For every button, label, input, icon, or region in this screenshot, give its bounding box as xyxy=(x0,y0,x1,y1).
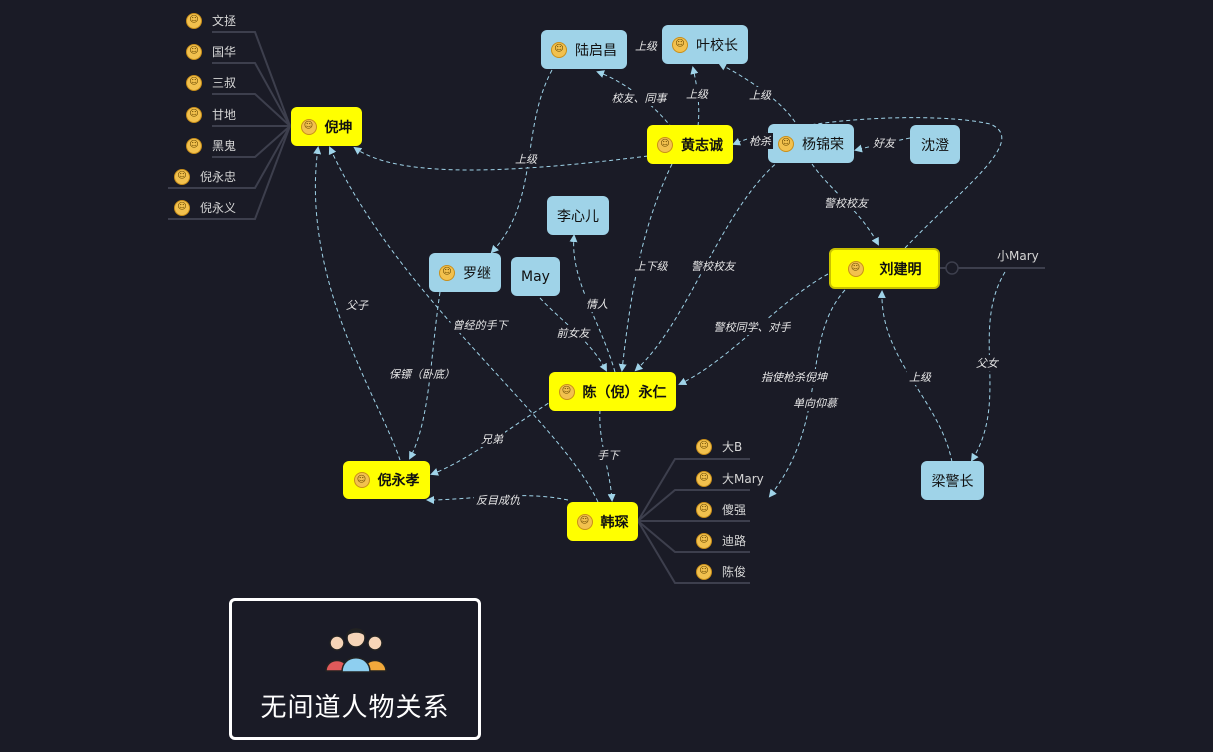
face-icon: ☺ xyxy=(186,12,202,29)
face-icon: ☺ xyxy=(576,513,593,530)
face-icon: ☺ xyxy=(174,168,190,185)
link-luoji-niyongxiao xyxy=(409,291,441,460)
relation-label: 父子 xyxy=(344,297,370,313)
relation-label: 警校校友 xyxy=(822,195,870,211)
link-niyongxiao-nikun xyxy=(313,146,401,461)
face-icon: ☺ xyxy=(696,438,712,455)
relation-label: 好友 xyxy=(871,135,897,151)
face-icon: ☺ xyxy=(551,41,567,58)
relation-label: 上级 xyxy=(684,86,710,102)
face-icon: ☺ xyxy=(174,199,190,216)
relation-label: 兄弟 xyxy=(479,431,505,447)
leaf-dilu[interactable]: ☺迪路 xyxy=(696,532,746,549)
face-icon: ☺ xyxy=(186,43,202,60)
title-card: 无间道人物关系 xyxy=(229,598,481,740)
node-liujianming[interactable]: ☺刘建明 xyxy=(829,248,940,289)
relation-label: 情人 xyxy=(584,296,610,312)
face-icon: ☺ xyxy=(696,532,712,549)
relation-label: 指使枪杀倪坤 xyxy=(759,369,829,385)
branch-hanchen-leaves xyxy=(637,458,750,584)
relation-label: 枪杀 xyxy=(747,133,773,149)
face-icon: ☺ xyxy=(186,74,202,91)
leaf-chenjun[interactable]: ☺陈俊 xyxy=(696,563,746,580)
face-icon: ☺ xyxy=(186,137,202,154)
relation-label: 上级 xyxy=(633,38,659,54)
face-icon: ☺ xyxy=(696,470,712,487)
relation-label: 单向仰慕 xyxy=(791,395,839,411)
face-icon: ☺ xyxy=(558,383,575,400)
leaf-heigui[interactable]: ☺黑鬼 xyxy=(186,137,236,154)
relation-label: 反目成仇 xyxy=(474,492,522,508)
node-nikun[interactable]: ☺倪坤 xyxy=(291,107,362,146)
relation-label: 父女 xyxy=(974,355,1000,371)
face-icon: ☺ xyxy=(186,106,202,123)
leaf-niyongzhong[interactable]: ☺倪永忠 xyxy=(174,168,236,185)
link-xiaomary-liangjingzhang xyxy=(970,271,1006,462)
branch-nikun-leaves xyxy=(168,31,291,220)
page-title: 无间道人物关系 xyxy=(260,693,450,723)
face-icon: ☺ xyxy=(778,135,794,152)
leaf-gandi[interactable]: ☺甘地 xyxy=(186,106,236,123)
leaf-damary[interactable]: ☺大Mary xyxy=(696,470,764,487)
relation-label: 手下 xyxy=(595,447,621,463)
relation-label: 保镖（卧底） xyxy=(387,366,457,382)
leaf-shaqiang[interactable]: ☺傻强 xyxy=(696,501,746,518)
node-yangjinrong[interactable]: ☺杨锦荣 xyxy=(768,124,854,163)
face-icon: ☺ xyxy=(657,136,673,153)
leaf-sanshu[interactable]: ☺三叔 xyxy=(186,74,236,91)
face-icon: ☺ xyxy=(439,264,455,281)
people-icon xyxy=(325,628,387,673)
relation-label: 上级 xyxy=(907,369,933,385)
node-lixiner[interactable]: 李心儿 xyxy=(547,196,609,235)
leaf-wenzheng[interactable]: ☺文拯 xyxy=(186,12,236,29)
leaf-dab[interactable]: ☺大B xyxy=(696,438,742,455)
face-icon: ☺ xyxy=(696,563,712,580)
node-luoji[interactable]: ☺罗继 xyxy=(429,253,501,292)
leaf-xiaomary[interactable]: 小Mary xyxy=(997,249,1039,263)
relation-label: 曾经的手下 xyxy=(450,317,510,333)
node-liangjingzhang[interactable]: 梁警长 xyxy=(921,461,984,500)
relation-label: 上下级 xyxy=(632,258,670,274)
node-shencheng[interactable]: 沈澄 xyxy=(910,125,960,164)
relation-label: 上级 xyxy=(747,87,773,103)
relation-label: 上级 xyxy=(513,151,539,167)
node-chenyongren[interactable]: ☺陈（倪）永仁 xyxy=(549,372,676,411)
leaf-niyongyi[interactable]: ☺倪永义 xyxy=(174,199,236,216)
face-icon: ☺ xyxy=(672,36,688,53)
node-huangzhicheng[interactable]: ☺黄志诚 xyxy=(647,125,733,164)
leaf-guohua[interactable]: ☺国华 xyxy=(186,43,236,60)
node-may[interactable]: May xyxy=(511,257,560,296)
face-icon: ☺ xyxy=(696,501,712,518)
node-luqichang[interactable]: ☺陆启昌 xyxy=(541,30,627,69)
relation-label: 校友、同事 xyxy=(609,90,669,106)
relation-label: 警校校友 xyxy=(689,258,737,274)
relation-label: 前女友 xyxy=(554,325,592,341)
relation-label: 警校同学、对手 xyxy=(711,319,793,335)
node-niyongxiao[interactable]: ☺倪永孝 xyxy=(343,461,430,499)
node-hanchen[interactable]: ☺韩琛 xyxy=(567,502,638,541)
face-icon: ☺ xyxy=(353,472,370,488)
link-huangzhicheng-nikun xyxy=(353,146,649,171)
link-may-chenyongren xyxy=(539,297,607,372)
face-icon: ☺ xyxy=(847,260,864,277)
node-yexiaozhang[interactable]: ☺叶校长 xyxy=(662,25,748,64)
link-luqichang-luoji xyxy=(490,69,553,254)
link-chenyongren-lixiner xyxy=(569,234,616,373)
face-icon: ☺ xyxy=(300,118,317,135)
